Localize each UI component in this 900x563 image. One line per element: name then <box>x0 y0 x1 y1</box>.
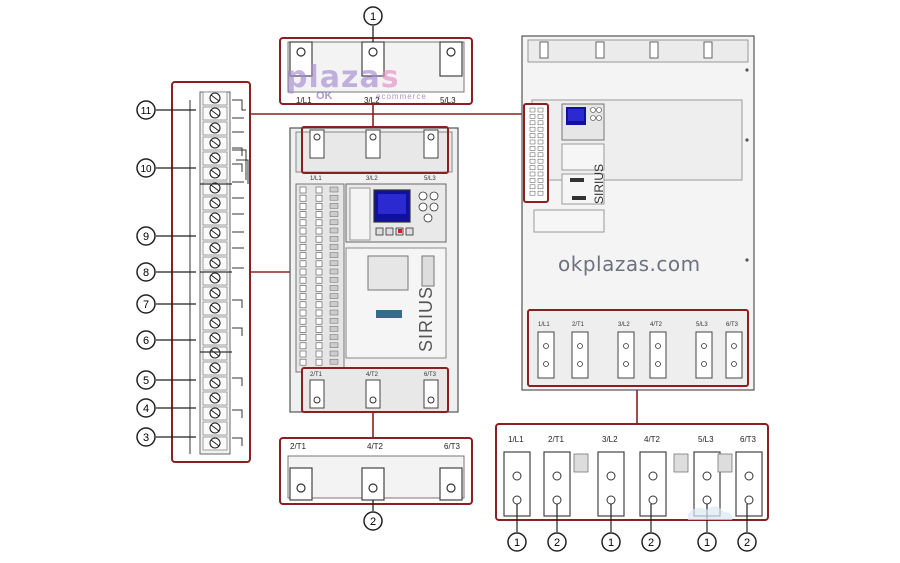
callout-11: 11 <box>136 100 156 120</box>
callout-bottom-2: 2 <box>554 537 560 549</box>
callout-6: 6 <box>136 330 156 350</box>
output-terminal-zoom: 2/T1 4/T2 6/T3 <box>279 437 473 505</box>
callout-10: 10 <box>136 158 156 178</box>
svg-text:5: 5 <box>143 375 149 387</box>
large-label-5: 5/L3 <box>696 322 708 328</box>
callout-3: 3 <box>136 427 156 447</box>
callout-4: 4 <box>136 398 156 418</box>
terminal-strip-zoom <box>171 81 251 463</box>
soft-starter-front: 1/L1 3/L2 5/L3 SIRIUS 2/T1 4/T2 6/T3 <box>289 126 459 413</box>
callout-5: 5 <box>136 370 156 390</box>
zoom-label-4: 4/T2 <box>644 435 661 444</box>
large-terminal-zoom: 1/L1 2/T1 3/L2 4/T2 5/L3 6/T3 <box>495 423 769 521</box>
zoom-label-6: 6/T3 <box>740 435 757 444</box>
callout-bottom-6: 2 <box>744 537 750 549</box>
brand-label-mid: SIRIUS <box>416 286 436 352</box>
callout-9: 9 <box>136 226 156 246</box>
zoom-label-3: 3/L2 <box>602 435 618 444</box>
large-label-3: 3/L2 <box>618 322 630 328</box>
callout-8: 8 <box>136 262 156 282</box>
callout-bottom-3: 1 <box>608 537 614 549</box>
svg-text:4: 4 <box>143 403 149 415</box>
callouts-left <box>156 109 196 438</box>
supply-label-1: 1/L1 <box>296 96 312 105</box>
large-label-1: 1/L1 <box>538 322 550 328</box>
decorative-cloud <box>688 506 733 520</box>
large-label-6: 6/T3 <box>726 322 739 328</box>
svg-text:6: 6 <box>143 335 149 347</box>
svg-text:10: 10 <box>140 164 152 175</box>
svg-text:6/T3: 6/T3 <box>424 372 437 378</box>
svg-text:5/L3: 5/L3 <box>424 176 436 182</box>
callout-2-bottom: 2 <box>363 500 383 531</box>
large-label-4: 4/T2 <box>650 322 663 328</box>
svg-text:3/L2: 3/L2 <box>366 176 378 182</box>
logo-sub: ecommerce <box>376 92 427 101</box>
supply-terminal-zoom: 1/L1 3/L2 5/L3 <box>279 37 473 105</box>
callout-bottom-5: 1 <box>704 537 710 549</box>
svg-text:9: 9 <box>143 231 149 243</box>
svg-text:11: 11 <box>141 106 152 117</box>
okplazas-logo: plazas OK ecommerce <box>286 60 466 104</box>
callout-7: 7 <box>136 294 156 314</box>
zoom-label-1: 1/L1 <box>508 435 524 444</box>
svg-text:7: 7 <box>143 299 149 311</box>
output-label-1: 2/T1 <box>290 442 307 451</box>
svg-text:1/L1: 1/L1 <box>310 176 322 182</box>
callout-bottom-1: 1 <box>514 537 520 549</box>
svg-text:3: 3 <box>143 432 149 444</box>
svg-text:2/T1: 2/T1 <box>310 372 323 378</box>
callouts-bottom-right: 1 2 1 2 1 2 <box>507 504 757 552</box>
svg-text:8: 8 <box>143 267 149 279</box>
soft-starter-large: SIRIUS 1/L1 2/T1 3/L2 4/T2 5/L3 6/T3 <box>521 35 755 391</box>
callout-bottom-4: 2 <box>648 537 654 549</box>
callout-1-top: 1 <box>363 6 383 42</box>
output-label-2: 4/T2 <box>367 442 384 451</box>
connector-lines <box>250 104 638 438</box>
logo-main: plazas <box>286 60 400 95</box>
supply-label-3: 5/L3 <box>440 96 456 105</box>
svg-text:1: 1 <box>370 11 376 23</box>
large-label-2: 2/T1 <box>572 322 585 328</box>
logo-ok: OK <box>316 90 333 102</box>
brand-label-large: SIRIUS <box>592 164 606 204</box>
watermark-text: okplazas.com <box>558 252 701 276</box>
output-label-3: 6/T3 <box>444 442 461 451</box>
svg-text:4/T2: 4/T2 <box>366 372 379 378</box>
zoom-label-5: 5/L3 <box>698 435 714 444</box>
zoom-label-2: 2/T1 <box>548 435 565 444</box>
svg-text:2: 2 <box>370 516 376 528</box>
supply-label-2: 3/L2 <box>364 96 380 105</box>
